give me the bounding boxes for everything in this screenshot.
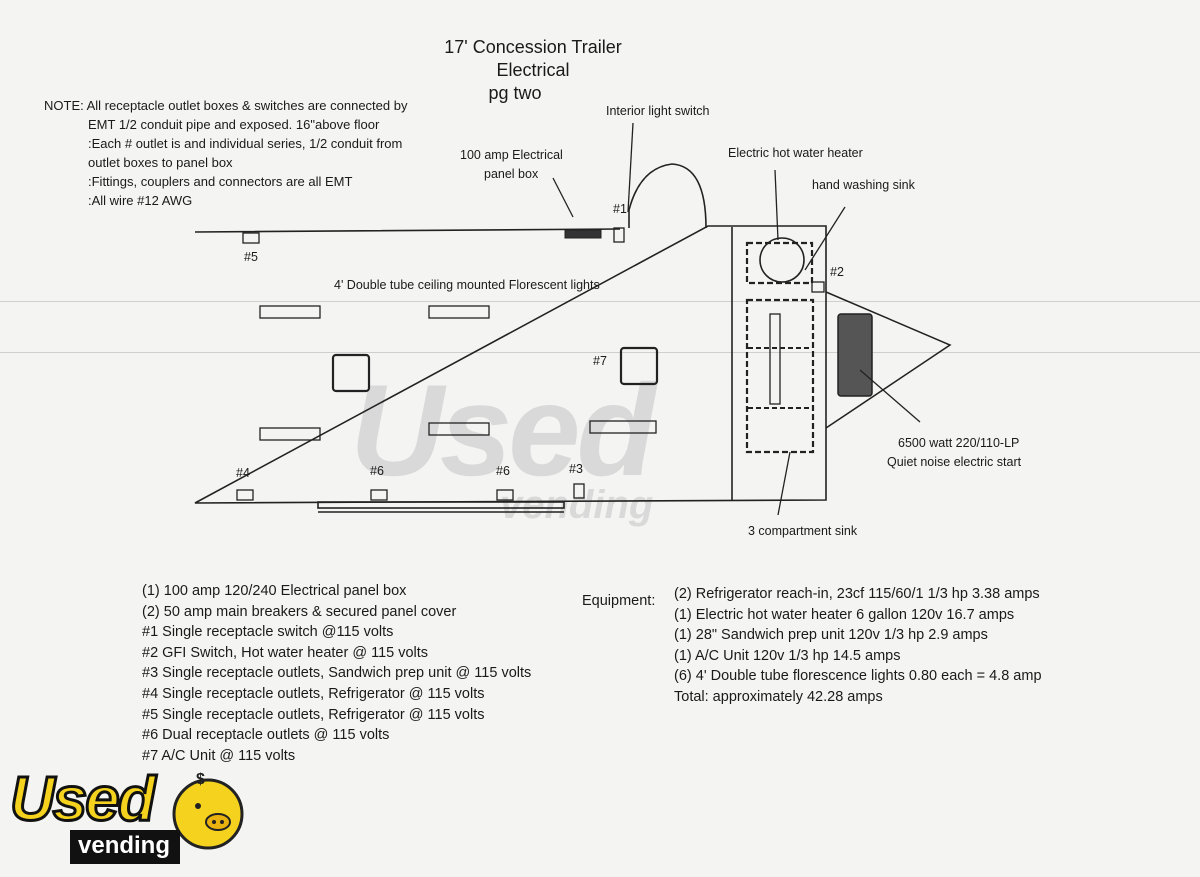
watermark-big-text: Used — [350, 357, 656, 503]
logo-sub: vending — [78, 832, 171, 859]
light — [428, 422, 490, 436]
note-line: NOTE: All receptacle outlet boxes & swit… — [44, 98, 408, 113]
tongue — [825, 291, 952, 429]
legend-item: #5 Single receptacle outlets, Refrigerat… — [142, 706, 485, 723]
scan-line-top — [0, 301, 1200, 302]
generator — [837, 313, 873, 397]
pig-coin-icon — [172, 778, 244, 850]
lights — [259, 305, 657, 441]
trailer-outline — [194, 225, 827, 504]
marker-2: #2 — [830, 265, 844, 279]
note-line: :Fittings, couplers and connectors are a… — [88, 174, 353, 189]
panel-box — [564, 229, 602, 239]
marker-7: #7 — [593, 354, 607, 368]
label-lights: 4' Double tube ceiling mounted Florescen… — [334, 278, 600, 292]
legend-item: (2) 50 amp main breakers & secured panel… — [142, 603, 457, 620]
note-line: outlet boxes to panel box — [88, 155, 233, 170]
label-generator-2: Quiet noise electric start — [887, 455, 1022, 469]
note-line: EMT 1/2 conduit pipe and exposed. 16"abo… — [88, 117, 380, 132]
marker-1: #1 — [613, 202, 627, 216]
light — [589, 420, 657, 434]
outlet-6 — [370, 489, 388, 501]
equipment-heading: Equipment: — [582, 593, 656, 609]
title-line-1: 17' Concession Trailer — [444, 37, 622, 57]
light — [428, 305, 490, 319]
door-swing — [628, 163, 707, 229]
marker-4: #4 — [236, 466, 250, 480]
watermark-small-text: vending — [500, 483, 654, 527]
hot-water-heater — [759, 237, 805, 283]
marker-6b: #6 — [496, 464, 510, 478]
svg-text:$: $ — [196, 771, 205, 788]
equipment-item: (1) 28" Sandwich prep unit 120v 1/3 hp 2… — [674, 627, 988, 644]
marker-5: #5 — [244, 250, 258, 264]
page-title: 17' Concession Trailer Electrical pg two — [420, 36, 646, 105]
outlet-2 — [811, 281, 825, 293]
title-line-2: Electrical — [496, 60, 570, 80]
legend-item: #6 Dual receptacle outlets @ 115 volts — [142, 727, 390, 744]
legend-item: #2 GFI Switch, Hot water heater @ 115 vo… — [142, 644, 429, 661]
outlet-4 — [236, 489, 254, 501]
legend-left: (1) 100 amp 120/240 Electrical panel box… — [142, 581, 531, 766]
label-interior-switch: Interior light switch — [606, 104, 710, 118]
equipment-item: (6) 4' Double tube florescence lights 0.… — [674, 668, 1042, 685]
scan-line-bottom — [0, 352, 1200, 353]
equipment-list: (2) Refrigerator reach-in, 23cf 115/60/1… — [674, 584, 1042, 708]
light — [259, 305, 321, 319]
outlet-3 — [573, 483, 585, 499]
used-vending-logo: $ Used vending — [8, 764, 248, 870]
legend-item: #3 Single receptacle outlets, Sandwich p… — [142, 665, 532, 682]
equipment-item: (1) A/C Unit 120v 1/3 hp 14.5 amps — [674, 647, 901, 664]
legend-item: #4 Single receptacle outlets, Refrigerat… — [142, 685, 485, 702]
ac-unit — [331, 353, 371, 393]
note-block: NOTE: All receptacle outlet boxes & swit… — [44, 96, 407, 210]
logo-graphic: $ — [70, 771, 244, 864]
hand-sink-box — [745, 241, 814, 285]
logo-word: Used — [9, 764, 158, 836]
three-compartment-sink — [745, 298, 815, 454]
outlet-6 — [496, 489, 514, 501]
switch-1 — [613, 227, 625, 243]
label-generator-1: 6500 watt 220/110-LP — [898, 436, 1020, 450]
label-hand-sink: hand washing sink — [812, 178, 915, 192]
outlet-5 — [242, 232, 260, 244]
legend-item: (1) 100 amp 120/240 Electrical panel box — [142, 583, 407, 599]
label-panel-box-2: panel box — [484, 167, 539, 181]
equipment-item: (1) Electric hot water heater 6 gallon 1… — [674, 606, 1015, 623]
marker-6a: #6 — [370, 464, 384, 478]
label-hot-water: Electric hot water heater — [728, 146, 863, 160]
equipment-total: Total: approximately 42.28 amps — [674, 688, 883, 705]
legend-item: #1 Single receptacle switch @115 volts — [142, 624, 394, 641]
label-panel-box-1: 100 amp Electrical — [460, 148, 563, 162]
title-line-3: pg two — [488, 83, 542, 103]
marker-3: #3 — [569, 462, 583, 476]
legend-item: #7 A/C Unit @ 115 volts — [142, 747, 296, 764]
note-line: :Each # outlet is and individual series,… — [88, 136, 403, 151]
note-line: :All wire #12 AWG — [88, 193, 193, 208]
label-comp-sink: 3 compartment sink — [748, 524, 858, 538]
equipment-item: (2) Refrigerator reach-in, 23cf 115/60/1… — [674, 586, 1040, 602]
light — [259, 427, 321, 441]
door-rail — [317, 501, 565, 509]
ac-unit — [619, 346, 659, 386]
watermark: Used vending — [350, 355, 690, 545]
